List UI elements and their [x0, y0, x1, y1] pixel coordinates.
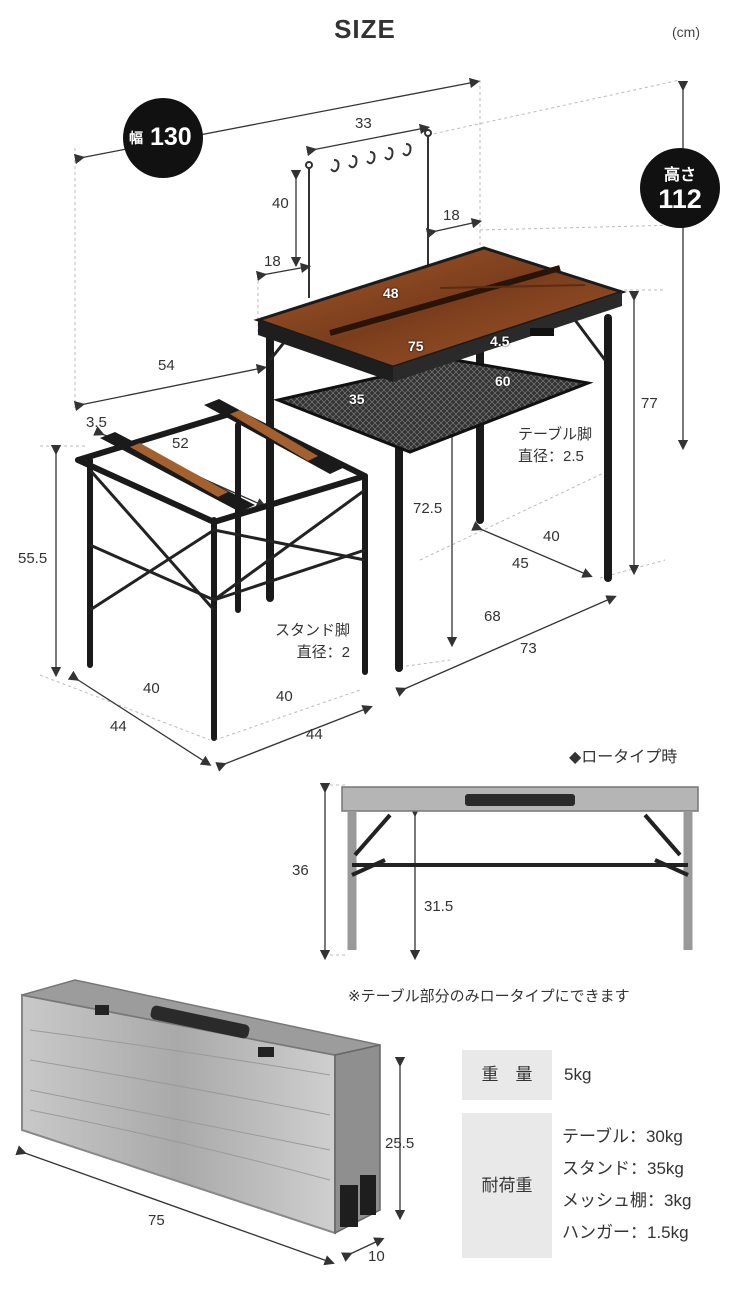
dim-stand-offset: 54: [158, 357, 175, 374]
dim-table-inner-width: 68: [484, 608, 501, 625]
dim-hanger-offset-left: 18: [264, 253, 281, 270]
dim-tabletop-width: 75: [408, 338, 424, 354]
dim-hanger-offset-right: 18: [443, 207, 460, 224]
width-badge: 幅 130: [123, 98, 203, 178]
table-leg-note-title: テーブル脚: [518, 426, 593, 443]
dim-table-height: 77: [641, 395, 658, 412]
dim-stand-width: 44: [306, 726, 323, 743]
spec-load-hanger: ハンガー：1.5kg: [562, 1223, 689, 1242]
stand-leg-note-diameter: 直径：2: [296, 644, 351, 661]
dim-low-height: 36: [292, 862, 309, 879]
dim-low-clearance: 31.5: [424, 898, 454, 915]
dim-mesh-depth: 35: [349, 391, 365, 407]
unit-label: (cm): [672, 24, 700, 40]
low-type-note: ※テーブル部分のみロータイプにできます: [348, 988, 630, 1005]
dim-mesh-width: 60: [495, 373, 511, 389]
dim-stand-inner-width: 40: [276, 688, 293, 705]
dim-hanger-height: 40: [272, 195, 289, 212]
low-type-heading: ◆ロータイプ時: [569, 749, 678, 766]
dim-stand-depth: 44: [110, 718, 127, 735]
dim-slat-width: 3.5: [86, 414, 107, 431]
table-leg-note-diameter: 直径：2.5: [518, 448, 584, 465]
table-leg-note: テーブル脚 直径：2.5: [518, 424, 592, 468]
stand-leg-note: スタンド脚 直径：2: [275, 620, 350, 664]
spec-load-label: 耐荷重: [462, 1113, 552, 1258]
spec-weight-label: 重 量: [462, 1050, 552, 1100]
dim-tabletop-depth: 48: [383, 285, 399, 301]
dim-table-depth: 45: [512, 555, 529, 572]
spec-load-table: テーブル：30kg: [562, 1127, 683, 1146]
dim-mesh-height: 72.5: [413, 500, 443, 517]
stand-leg-note-title: スタンド脚: [275, 622, 351, 639]
dim-stand-inner-depth: 40: [143, 680, 160, 697]
dim-edge: 4.5: [490, 333, 510, 349]
height-badge-label: 高さ: [663, 167, 696, 184]
dim-case-length: 75: [148, 1212, 165, 1229]
dim-table-width: 73: [520, 640, 537, 657]
width-badge-value: 130: [150, 123, 192, 151]
spec-load-mesh: メッシュ棚：3kg: [562, 1191, 692, 1210]
dim-slat-length: 52: [172, 435, 189, 452]
dim-hanger-width: 33: [355, 115, 372, 132]
width-badge-label: 幅: [129, 130, 143, 146]
dim-stand-height: 55.5: [18, 550, 48, 567]
height-badge: 高さ 112: [640, 148, 720, 228]
dim-case-thickness: 10: [368, 1248, 385, 1265]
page-title: SIZE: [334, 14, 396, 44]
spec-load-stand: スタンド：35kg: [562, 1159, 684, 1178]
height-badge-value: 112: [658, 184, 702, 214]
dim-table-inner-depth: 40: [543, 528, 560, 545]
dim-case-height: 25.5: [385, 1135, 415, 1152]
spec-weight-value: 5kg: [564, 1065, 592, 1084]
